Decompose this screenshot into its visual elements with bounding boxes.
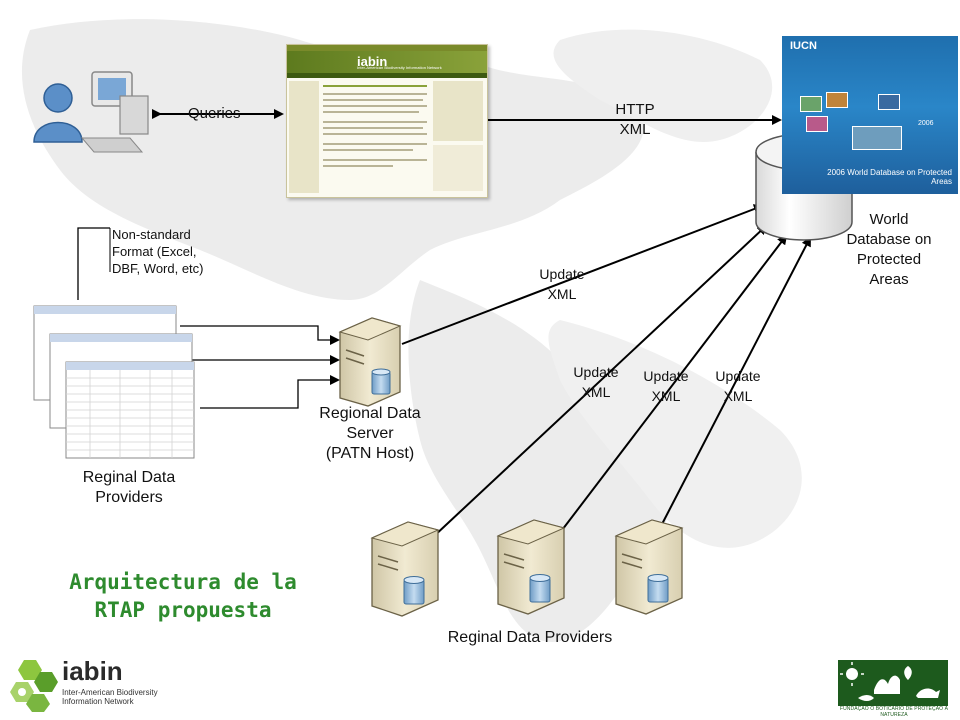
iucn-logo: IUCN [790,40,817,52]
iabin-emblem-icon [10,660,58,712]
slide-title: Arquitectura de la RTAP propuesta [38,568,328,624]
world-database-label: World Database on Protected Areas [836,210,942,290]
update-arrow-regional [401,204,764,345]
update-arrow-provider-2 [555,234,788,539]
xml-label: XML [619,121,651,138]
reginal-providers-line: Reginal Data [82,469,176,486]
nonstandard-bracket [77,227,110,300]
iabin-tagline-line: Information Network [62,697,134,706]
regional-server-line: Regional Data [319,405,421,422]
xml-text: XML [547,286,577,302]
iabin-logo: iabin Inter-American Biodiversity Inform… [4,654,164,714]
website-subbar [287,73,487,78]
cover-photo [826,92,848,108]
website-right-column [433,81,483,141]
update-text: Update [643,368,689,384]
website-calendar [433,145,483,191]
website-topbar [287,45,487,51]
http-xml-label: HTTP XML [606,100,664,140]
cover-photo [878,94,900,110]
provider-arrow-1 [180,325,340,345]
update-xml-label-1: Update XML [532,264,592,304]
reginal-providers-line: Providers [95,489,163,506]
cover-photo [800,96,822,112]
xml-text: XML [581,384,611,400]
xml-text: XML [651,388,681,404]
fundacao-caption: FUNDAÇÃO O BOTICÁRIO DE PROTEÇÃO À NATUR… [839,706,949,718]
regional-server-icon [338,317,402,407]
regional-server-line: (PATN Host) [325,445,415,462]
update-arrow-provider-3 [659,236,811,529]
provider-server-3 [614,519,684,615]
update-text: Update [539,266,585,282]
update-xml-label-4: Update XML [708,366,768,406]
spreadsheet-stack [33,305,195,459]
provider-server-1 [370,521,440,617]
update-xml-label-2: Update XML [566,362,626,402]
world-db-line: Database on [846,231,932,248]
cover-title: 2006 World Database on Protected Areas [827,168,952,186]
nonstandard-line: Format (Excel, [112,244,197,259]
website-left-column [289,81,319,193]
slide-title-line-2: RTAP propuesta [94,598,272,622]
reginal-providers-left-label: Reginal Data Providers [64,468,194,508]
iabin-brand: iabin [62,656,123,686]
update-arrow-provider-1 [431,224,768,539]
slide-title-line-1: Arquitectura de la [69,570,297,594]
iabin-tagline-line: Inter-American Biodiversity [62,688,158,697]
nonstandard-line: Non-standard [112,227,191,242]
nonstandard-format-label: Non-standard Format (Excel, DBF, Word, e… [112,226,204,277]
http-label: HTTP [615,101,655,118]
nonstandard-line: DBF, Word, etc) [112,261,204,276]
computer-icon [80,71,149,153]
regional-server-label: Regional Data Server (PATN Host) [308,404,432,464]
update-xml-label-3: Update XML [636,366,696,406]
provider-arrow-3 [200,375,340,409]
update-text: Update [715,368,761,384]
cover-photo [806,116,828,132]
reginal-providers-bottom-label: Reginal Data Providers [447,629,613,646]
fundacao-boticario-logo [838,660,948,706]
provider-server-2 [496,519,566,615]
website-banner: iabin [287,51,487,73]
world-db-line: Protected [856,251,922,268]
queries-label: Queries [188,105,241,122]
nature-silhouettes-icon [840,662,940,701]
cover-year: 2006 [918,120,934,127]
website-tagline: Inter-American Biodiversity Information … [357,65,442,70]
website-brand: iabin [357,54,388,69]
cover-photo [852,126,902,150]
world-db-line: World [869,211,909,228]
iabin-tagline: Inter-American Biodiversity Information … [62,688,158,706]
user-icon [33,83,83,143]
regional-server-line: Server [346,425,394,442]
xml-text: XML [723,388,753,404]
update-text: Update [573,364,619,380]
wdpa-cover-image: IUCN 2006 2006 World Database on Protect… [782,36,958,194]
iabin-website-screenshot: iabin Inter-American Biodiversity Inform… [286,44,488,198]
world-db-line: Areas [869,271,909,288]
